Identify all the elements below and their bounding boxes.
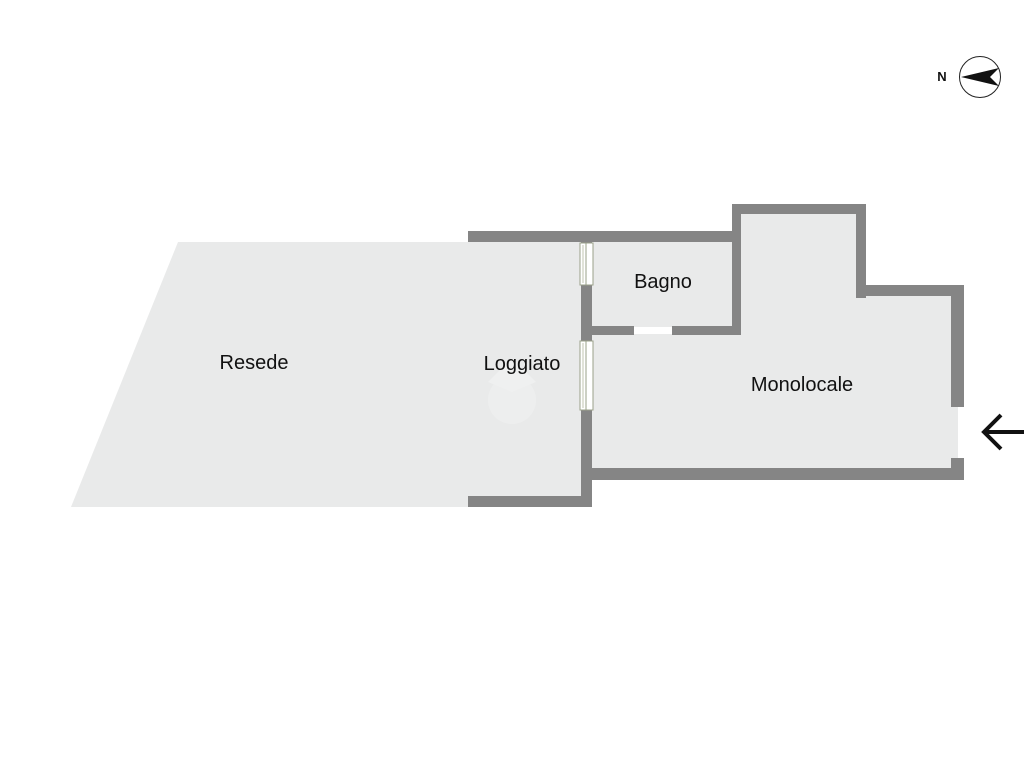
- bagno-doorway: [634, 327, 672, 334]
- monolocale-floor: [590, 212, 958, 472]
- room-label-monolocale: Monolocale: [751, 374, 853, 396]
- window-upper: [579, 242, 594, 286]
- compass-north-label: N: [937, 69, 946, 84]
- window-lower: [579, 340, 594, 411]
- compass: N: [937, 56, 1001, 98]
- compass-rose-icon: [959, 56, 1001, 98]
- resede-area: [71, 242, 468, 507]
- bagno-floor: [590, 240, 736, 330]
- room-label-resede: Resede: [220, 352, 289, 374]
- watermark-logo: [488, 358, 536, 424]
- room-label-loggiato: Loggiato: [484, 353, 561, 375]
- walls: [468, 204, 964, 507]
- room-label-bagno: Bagno: [634, 271, 692, 293]
- entrance-arrow-icon: [981, 413, 1024, 451]
- loggiato-floor: [468, 242, 586, 500]
